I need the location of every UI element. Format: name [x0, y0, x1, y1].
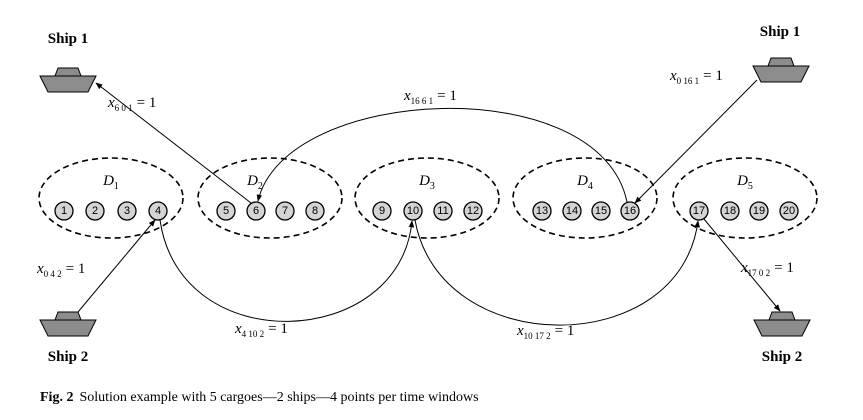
node-13: 13 [532, 201, 552, 221]
group-d1-label: D1 [102, 173, 119, 192]
svg-text:3: 3 [124, 205, 130, 217]
caption-text: Solution example with 5 cargoes—2 ships—… [79, 390, 479, 405]
svg-text:6: 6 [253, 205, 259, 217]
svg-text:7: 7 [282, 205, 288, 217]
edge-label-x042: x0 4 2= 1 [36, 261, 85, 279]
node-4: 4 [148, 201, 168, 221]
node-19: 19 [749, 201, 769, 221]
svg-text:19: 19 [753, 205, 765, 217]
node-7: 7 [275, 201, 295, 221]
edge-label-x1661: x16 6 1= 1 [403, 88, 457, 106]
node-6: 6 [246, 201, 266, 221]
group-d1-ellipse [38, 157, 184, 239]
group-d2-label: D2 [246, 173, 263, 192]
edge-ship2-to-4 [77, 219, 156, 313]
node-3: 3 [117, 201, 137, 221]
ship2-right-label: Ship 2 [762, 349, 802, 365]
svg-text:18: 18 [724, 205, 736, 217]
node-12: 12 [463, 201, 483, 221]
group-d3-label: D3 [418, 173, 435, 192]
edge-10-to-17 [414, 219, 700, 326]
svg-text:13: 13 [536, 205, 548, 217]
edge-16-to-6 [256, 108, 628, 203]
node-16: 16 [620, 201, 640, 221]
figure-number: Fig. 2 [40, 390, 74, 405]
group-d5-label: D5 [736, 173, 753, 192]
node-10: 10 [403, 201, 423, 221]
figure-caption: Fig. 2 Solution example with 5 cargoes—2 … [40, 390, 479, 406]
group-d4-ellipse [512, 157, 658, 239]
svg-text:15: 15 [595, 205, 607, 217]
svg-text:20: 20 [783, 205, 795, 217]
svg-text:14: 14 [566, 205, 578, 217]
node-18: 18 [720, 201, 740, 221]
svg-text:4: 4 [155, 205, 161, 217]
node-8: 8 [305, 201, 325, 221]
edge-label-x0161: x0 16 1= 1 [669, 68, 723, 86]
svg-text:9: 9 [379, 205, 385, 217]
node-2: 2 [85, 201, 105, 221]
edge-label-x4102: x4 10 2= 1 [234, 321, 288, 339]
group-d5-ellipse [672, 157, 818, 239]
svg-text:8: 8 [312, 205, 318, 217]
edge-labels: x6 0 1= 1 x16 6 1= 1 x0 16 1= 1 x0 4 2= … [36, 68, 794, 341]
ship2-left-icon [39, 311, 97, 337]
node-15: 15 [591, 201, 611, 221]
svg-text:2: 2 [92, 205, 98, 217]
svg-text:11: 11 [437, 205, 448, 217]
cargo-nodes: 1 2 3 4 5 6 7 8 9 10 11 12 13 14 15 16 1… [54, 201, 799, 221]
edge-ship1-to-16 [634, 79, 758, 204]
ship2-left-label: Ship 2 [48, 349, 88, 365]
edge-label-x10172: x10 17 2= 1 [516, 323, 574, 341]
node-9: 9 [372, 201, 392, 221]
svg-text:5: 5 [223, 205, 229, 217]
edge-4-to-10 [159, 219, 415, 322]
svg-text:17: 17 [693, 205, 705, 217]
edge-label-x601: x6 0 1= 1 [107, 95, 156, 113]
route-edges [77, 79, 781, 326]
svg-text:1: 1 [61, 205, 67, 217]
group-d3-ellipse [354, 157, 500, 239]
node-14: 14 [562, 201, 582, 221]
ship1-left-icon [39, 67, 97, 93]
node-11: 11 [433, 201, 453, 221]
node-5: 5 [216, 201, 236, 221]
edge-label-x1702: x17 0 2= 1 [740, 260, 794, 278]
edge-17-to-ship2 [703, 218, 781, 312]
svg-text:12: 12 [467, 205, 479, 217]
time-window-groups: D1 D2 D3 D4 D5 [38, 157, 818, 239]
group-d2-ellipse [197, 157, 343, 239]
ships: Ship 1 Ship 1 Ship 2 Ship 2 [39, 24, 811, 365]
group-d4-label: D4 [576, 173, 593, 192]
ship1-right-icon [752, 57, 810, 83]
svg-text:10: 10 [407, 205, 419, 217]
svg-text:16: 16 [624, 205, 636, 217]
ship1-right-label: Ship 1 [760, 24, 800, 40]
ship1-left-label: Ship 1 [48, 31, 88, 47]
node-20: 20 [779, 201, 799, 221]
node-17: 17 [689, 201, 709, 221]
edge-6-to-ship1 [95, 82, 252, 204]
node-1: 1 [54, 201, 74, 221]
ship2-right-icon [753, 311, 811, 337]
